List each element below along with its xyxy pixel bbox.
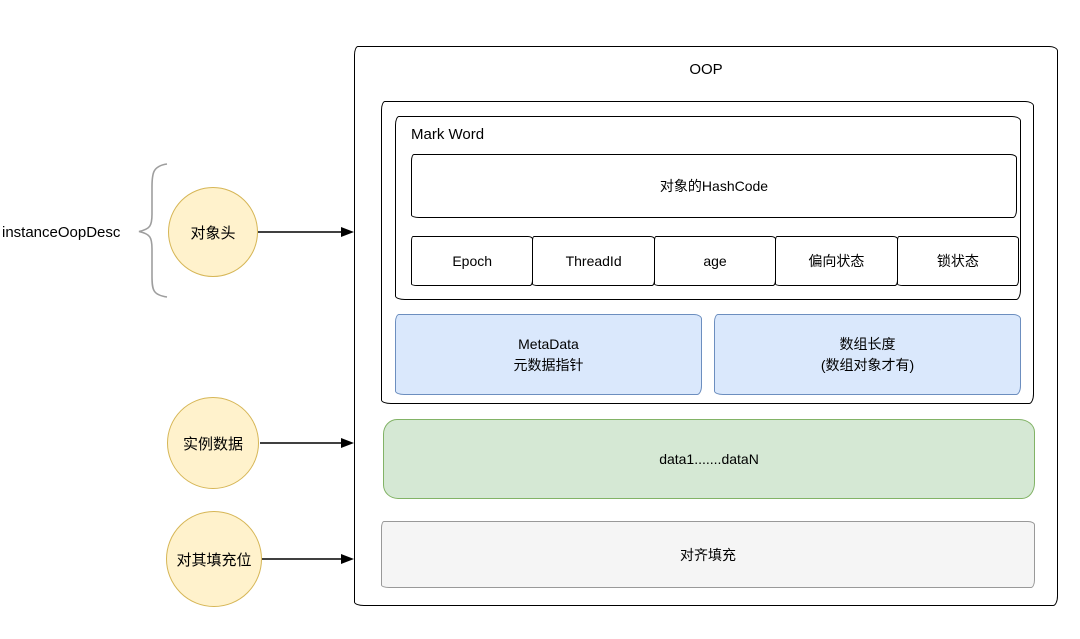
cell-age: age (653, 236, 777, 286)
circle-padding: 对其填充位 (166, 511, 262, 607)
array-length-box: 数组长度 (数组对象才有) (714, 314, 1021, 395)
array-length-line2: (数组对象才有) (820, 356, 915, 373)
oop-title: OOP (689, 61, 723, 78)
cell-threadid-label: ThreadId (565, 253, 622, 269)
cell-epoch-label: Epoch (452, 253, 493, 269)
cell-age-label: age (703, 253, 727, 269)
circle-object-header: 对象头 (168, 187, 258, 277)
arrow-padding (262, 554, 354, 564)
hashcode-label: 对象的HashCode (659, 178, 769, 194)
mark-word-label: Mark Word (411, 126, 485, 143)
cell-threadid: ThreadId (532, 236, 655, 286)
oop-container: OOP Mark Word 对象的HashCode Epoch ThreadId (354, 46, 1058, 606)
cell-epoch: Epoch (411, 236, 534, 286)
metadata-pointer-line1: MetaData (518, 335, 579, 352)
object-header-section: Mark Word 对象的HashCode Epoch ThreadId age (381, 101, 1034, 404)
metadata-pointer-box: MetaData 元数据指针 (395, 314, 702, 395)
arrow-object-header (258, 227, 354, 237)
instance-oop-desc-label: instanceOopDesc (2, 224, 121, 241)
alignment-padding-label: 对齐填充 (680, 546, 736, 563)
cell-bias-state: 偏向状态 (775, 236, 898, 286)
cell-lock-state: 锁状态 (896, 236, 1020, 286)
instance-data-label: data1.......dataN (659, 451, 759, 467)
cell-lock-state-label: 锁状态 (936, 253, 979, 269)
curly-brace-icon (138, 163, 168, 298)
arrow-instance-data (260, 438, 354, 448)
circle-instance-data-label: 实例数据 (182, 435, 243, 453)
array-length-line1: 数组长度 (839, 335, 896, 352)
circle-instance-data: 实例数据 (167, 397, 259, 489)
alignment-padding-box: 对齐填充 (381, 521, 1035, 588)
circle-padding-label: 对其填充位 (176, 551, 252, 569)
cell-bias-state-label: 偏向状态 (808, 253, 865, 269)
hashcode-box: 对象的HashCode (411, 154, 1017, 218)
circle-object-header-label: 对象头 (190, 224, 236, 242)
instance-data-box: data1.......dataN (383, 419, 1035, 499)
mark-word-fields-row: Epoch ThreadId age 偏向状态 锁状态 (411, 236, 1020, 286)
mark-word-box: Mark Word 对象的HashCode Epoch ThreadId age (395, 116, 1021, 300)
metadata-pointer-line2: 元数据指针 (513, 356, 584, 373)
